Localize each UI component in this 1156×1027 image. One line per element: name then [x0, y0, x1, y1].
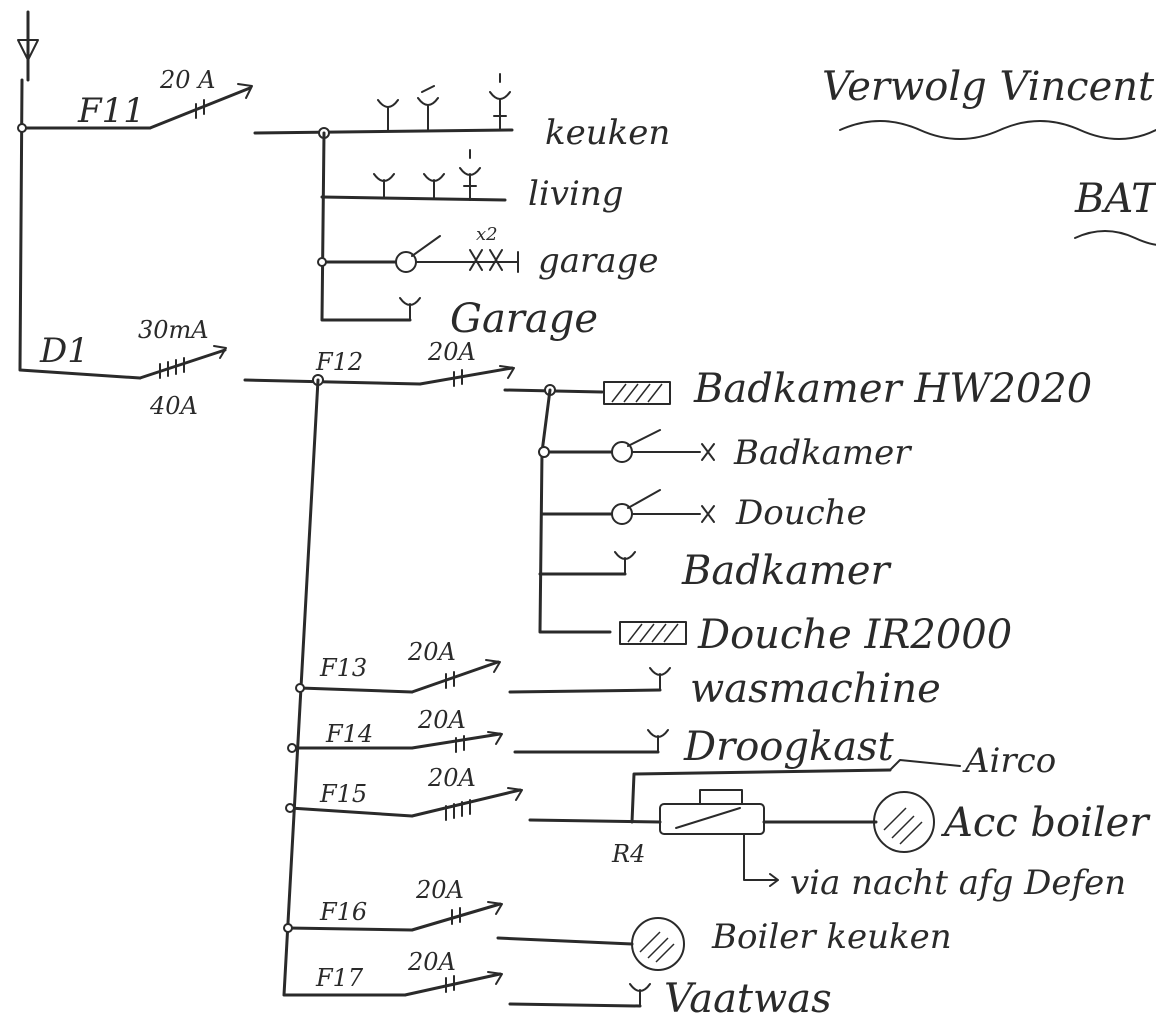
relay-r4 [659, 803, 765, 835]
acc-boiler-symbol [873, 791, 935, 853]
main-feed [17, 10, 152, 380]
breaker-f17-label: F17 [315, 964, 364, 992]
circuit-keuken-label: keuken [545, 113, 670, 153]
circuit-badkamer-hw2020-label: Badkamer HW2020 [693, 366, 1092, 412]
breaker-f12-label: F12 [315, 348, 363, 376]
breaker-f15: F15 20A [319, 764, 523, 821]
header-title: Verwolg Vincent A [822, 64, 1156, 110]
load-acc-boiler-label: Acc boiler [940, 800, 1151, 846]
relay-r4-label: R4 [611, 840, 645, 868]
circuit-badkamer-socket-label: Badkamer [681, 548, 893, 594]
circuit-badkamer-hw2020: Badkamer HW2020 [603, 366, 1092, 412]
circuit-garage-socket-label: Garage [450, 296, 598, 342]
breaker-f14-label: F14 [325, 720, 373, 748]
circuit-keuken: keuken [377, 73, 670, 153]
breaker-f11-label: F11 [77, 91, 145, 131]
breaker-f12: F12 20A [315, 338, 515, 387]
circuit-badkamer-light-label: Badkamer [733, 433, 912, 473]
breaker-f14: F14 20A Droogkast [325, 706, 895, 770]
differential-d1-rating-top: 30mA [138, 316, 209, 344]
f12-distribution [503, 384, 627, 634]
title-underline [839, 120, 1156, 140]
breaker-f13-rating: 20A [407, 638, 456, 666]
circuit-garage-socket: Garage [399, 296, 598, 342]
relay-note-label: via nacht afg Defen [790, 863, 1126, 903]
lower-bus [243, 374, 422, 997]
circuit-douche-light-label: Douche [735, 493, 867, 533]
subtitle-underline [1074, 230, 1156, 246]
load-airco-label: Airco [962, 741, 1056, 781]
circuit-douche-ir2000: Douche IR2000 [619, 612, 1012, 658]
load-vaatwas-label: Vaatwas [664, 976, 832, 1022]
circuit-douche-light: Douche [611, 489, 867, 533]
breaker-f11: F11 20 A [77, 66, 253, 131]
circuit-garage-label: garage [538, 241, 658, 281]
breaker-f17: F17 20A Vaatwas [315, 948, 832, 1022]
breaker-f16: F16 20A Boiler keuken [319, 876, 952, 971]
breaker-f17-rating: 20A [407, 948, 456, 976]
breaker-f13: F13 20A wasmachine [319, 638, 941, 712]
f11-distribution [253, 127, 514, 322]
boiler-keuken-symbol [631, 917, 685, 971]
breaker-f15-label: F15 [319, 780, 367, 808]
load-wasmachine-label: wasmachine [690, 666, 941, 712]
circuit-living: living [373, 149, 624, 214]
header-subtitle: BAT [1074, 176, 1156, 222]
breaker-f16-rating: 20A [415, 876, 464, 904]
breaker-f13-label: F13 [319, 654, 367, 682]
circuit-douche-ir2000-label: Douche IR2000 [697, 612, 1012, 658]
breaker-f16-label: F16 [319, 898, 367, 926]
breaker-f15-rating: 20A [427, 764, 476, 792]
differential-d1: D1 30mA 40A [39, 316, 227, 420]
load-droogkast-label: Droogkast [683, 724, 895, 770]
differential-d1-label: D1 [39, 331, 89, 371]
breaker-f12-rating: 20A [427, 338, 476, 366]
garage-count: x2 [476, 224, 498, 245]
f15-load-circuit: Airco R4 Acc boiler via nacht afg Defen [528, 741, 1151, 903]
circuit-badkamer-light: Badkamer [611, 429, 912, 473]
breaker-f11-rating: 20 A [159, 66, 216, 94]
load-boiler-keuken-label: Boiler keuken [711, 917, 952, 957]
breaker-f14-rating: 20A [417, 706, 466, 734]
differential-d1-rating-bottom: 40A [149, 392, 198, 420]
circuit-badkamer-socket: Badkamer [614, 548, 893, 594]
circuit-living-label: living [528, 174, 624, 214]
circuit-garage-lighting: x2 garage [395, 224, 658, 281]
